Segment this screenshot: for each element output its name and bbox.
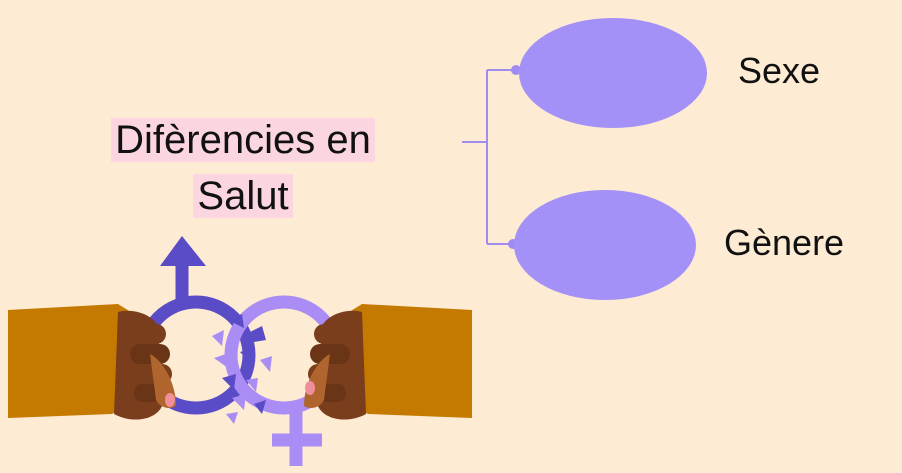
genere-bubble <box>514 190 696 300</box>
diagram-title: Difèrencies en Salut <box>58 112 428 224</box>
connector-dot-sexe <box>511 65 521 75</box>
title-line-2: Salut <box>193 174 293 218</box>
sexe-bubble <box>519 18 707 128</box>
genere-label: Gènere <box>724 222 845 263</box>
right-hand-icon <box>304 304 472 420</box>
broken-fragments-icon <box>212 314 272 424</box>
left-hand-icon <box>8 304 176 420</box>
title-line-1: Difèrencies en <box>111 118 375 162</box>
hands-breaking-gender-symbols-icon <box>8 236 472 466</box>
sexe-label: Sexe <box>738 50 821 91</box>
